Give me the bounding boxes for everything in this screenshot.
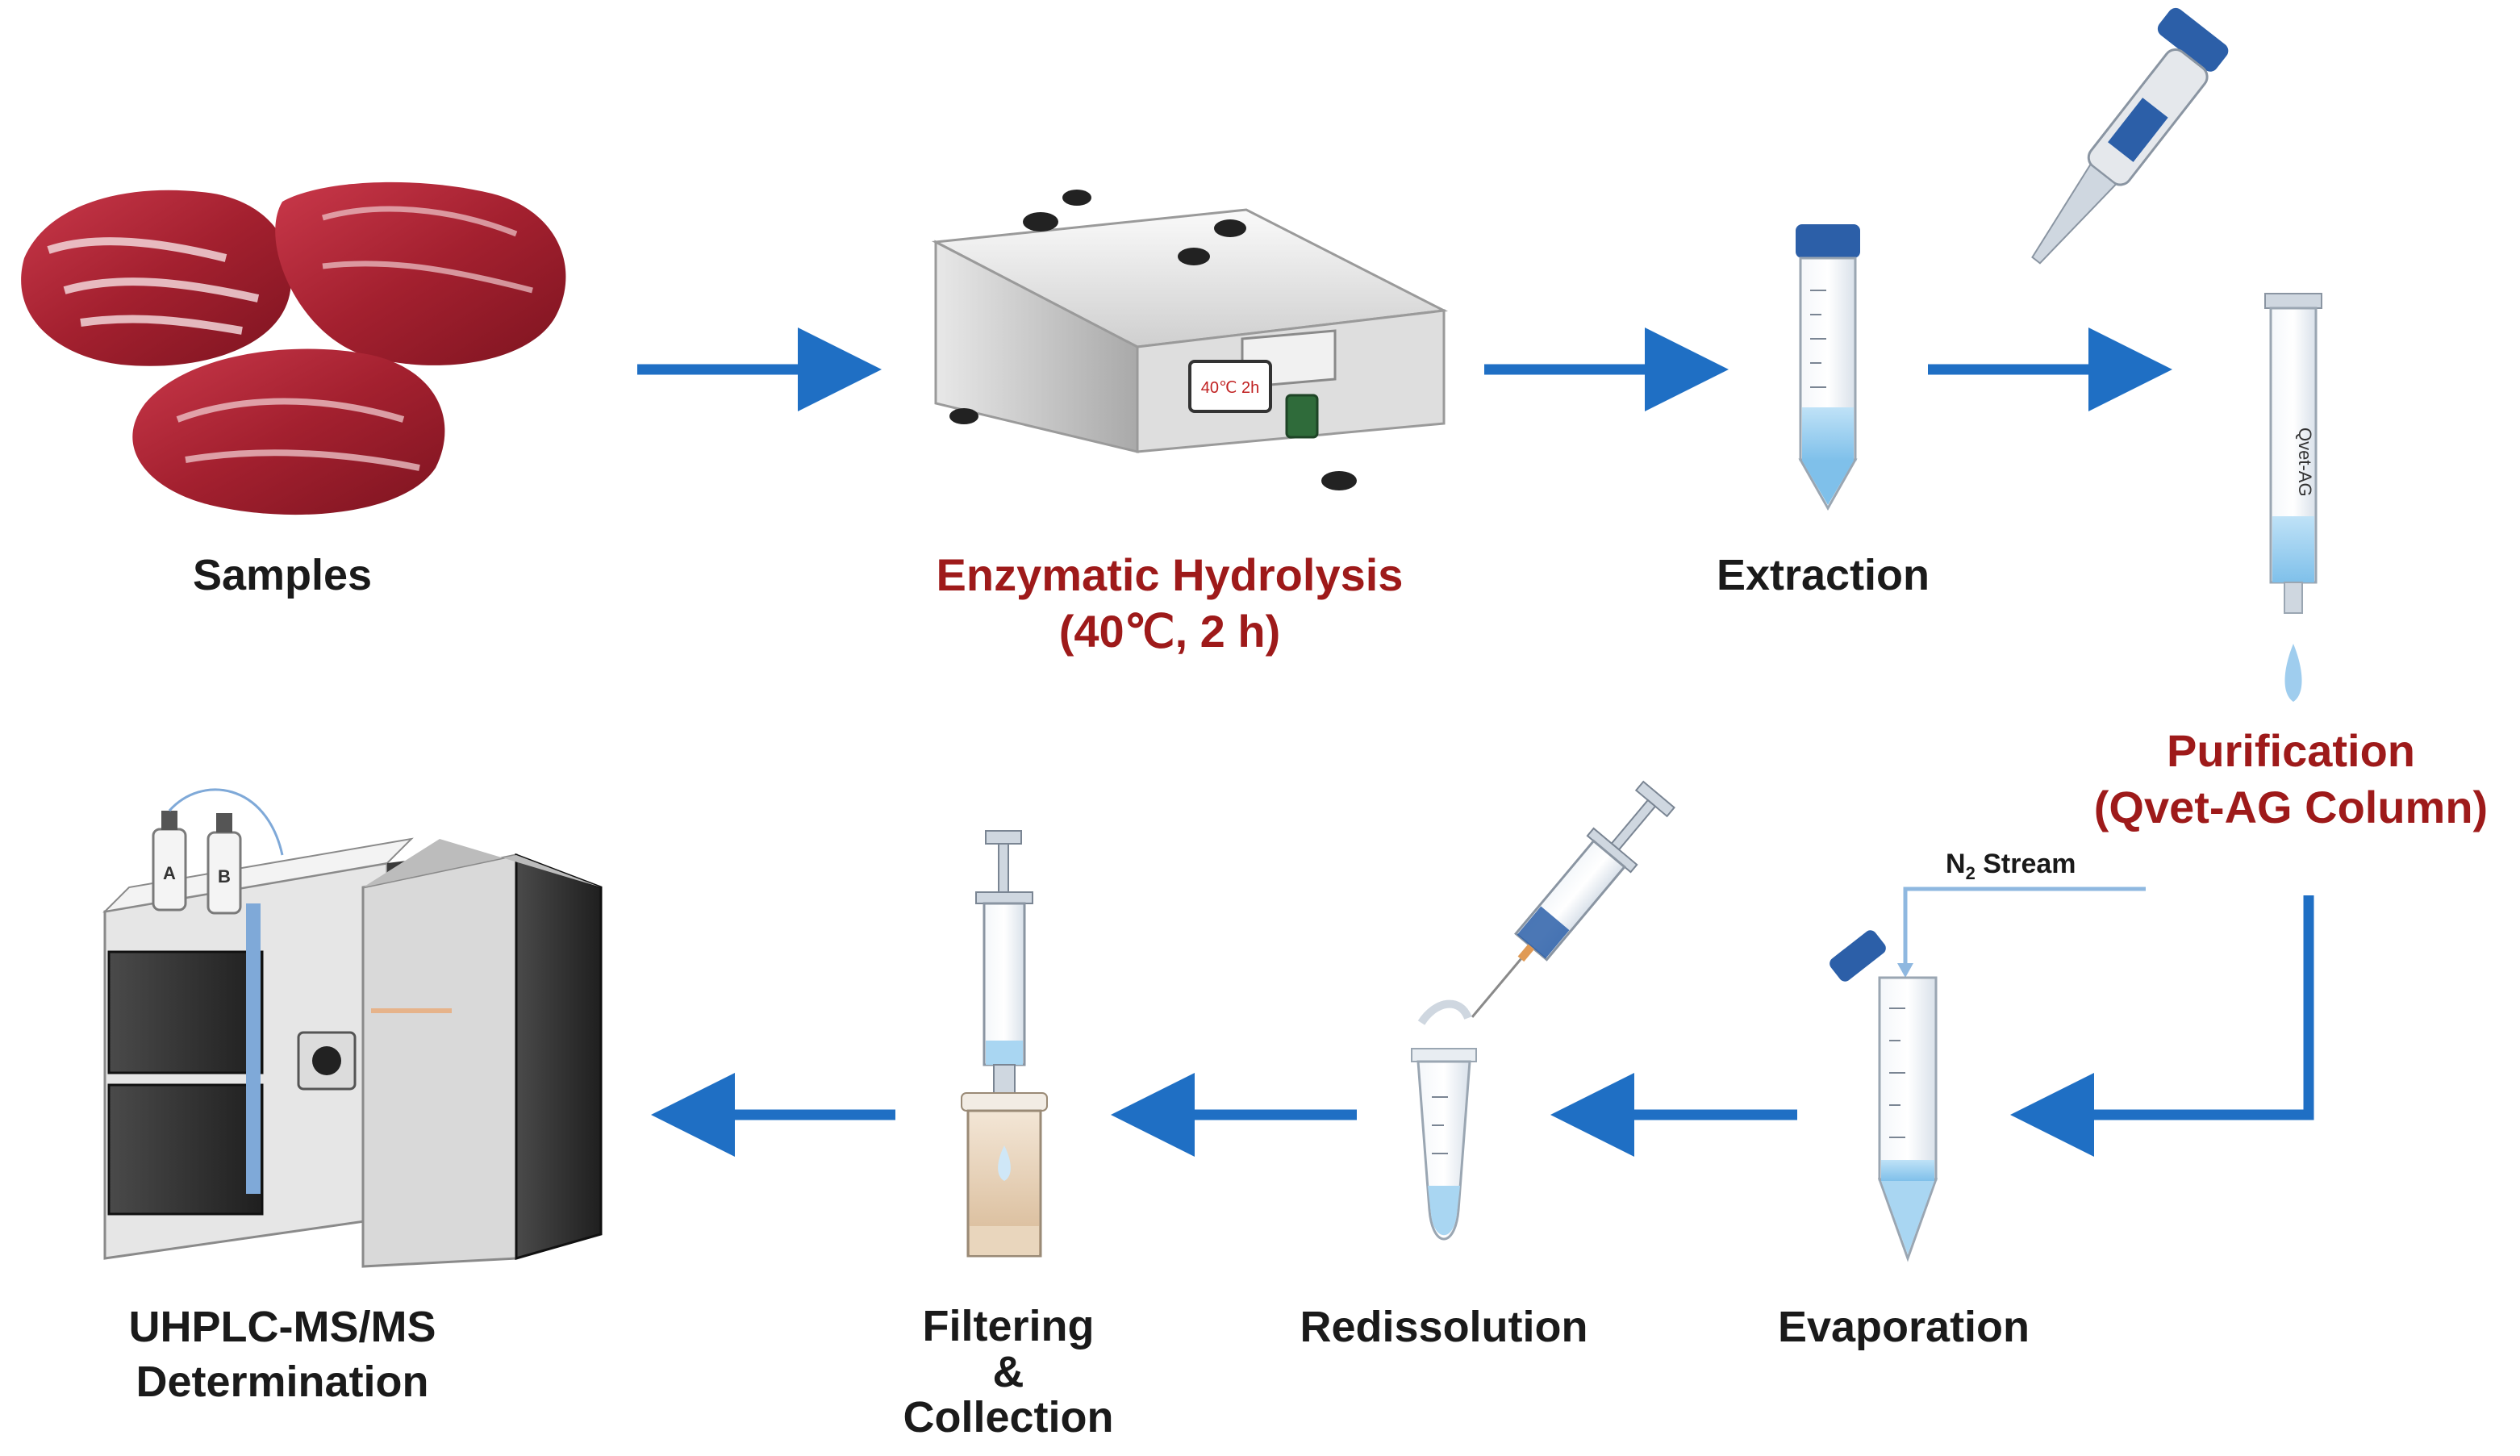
water-bath-device-image: 40℃ 2h [931,190,1449,490]
evaporation-tube-image [1830,930,1938,1262]
step-label-samples: Samples [192,551,373,599]
column-label: Qvet-AG [2295,428,2315,497]
uhplc-subtitle: Determination [136,1357,429,1406]
display-reading: 40℃ 2h [1201,379,1260,397]
bottle-b-label: B [218,866,231,887]
uhplc-title: UHPLC-MS/MS [128,1303,436,1351]
purification-title: Purification [2166,725,2416,776]
filtering-line2: & [992,1347,1024,1396]
step-label-hydrolysis: Enzymatic Hydrolysis (40℃, 2 h) [887,547,1452,660]
n2-stream-line [1897,887,2146,978]
purification-column: (Qvet-AG Column) [2093,782,2489,832]
filtering-line3: Collection [903,1393,1114,1442]
filtering-line1: Filtering [922,1302,1095,1350]
n2-stream-label: N2 Stream [1946,849,2076,883]
collection-vial-image [961,1092,1048,1258]
centrifuge-tube-image [1796,224,1860,511]
pipette-image [2031,7,2229,265]
hydrolysis-conditions: (40℃, 2 h) [1058,606,1281,657]
bottle-a-label: A [163,863,176,883]
hydrolysis-title: Enzymatic Hydrolysis [936,549,1404,600]
microtube-image [1411,999,1477,1241]
step-label-redissolution: Redissolution [1300,1303,1588,1351]
syringe-image [1471,780,1675,1018]
step-label-uhplc: UHPLC-MS/MS Determination [81,1300,484,1409]
droplet-icon [2284,644,2302,702]
arrow-purification-to-evaporation [2010,895,2314,1157]
step-label-purification: Purification (Qvet-AG Column) [2073,723,2509,836]
temperature-display [1188,360,1272,413]
filter-syringe-image [975,830,1033,1098]
step-label-evaporation: Evaporation [1777,1303,2030,1351]
power-button [1285,394,1319,439]
step-label-extraction: Extraction [1716,551,1930,599]
step-label-filtering: Filtering & Collection [863,1304,1154,1441]
spe-column-image: Qvet-AG [2264,293,2322,702]
meat-samples-image [21,181,566,515]
tube-cap [1830,930,1886,982]
uhplc-ms-instrument-image: A B [102,788,603,1268]
